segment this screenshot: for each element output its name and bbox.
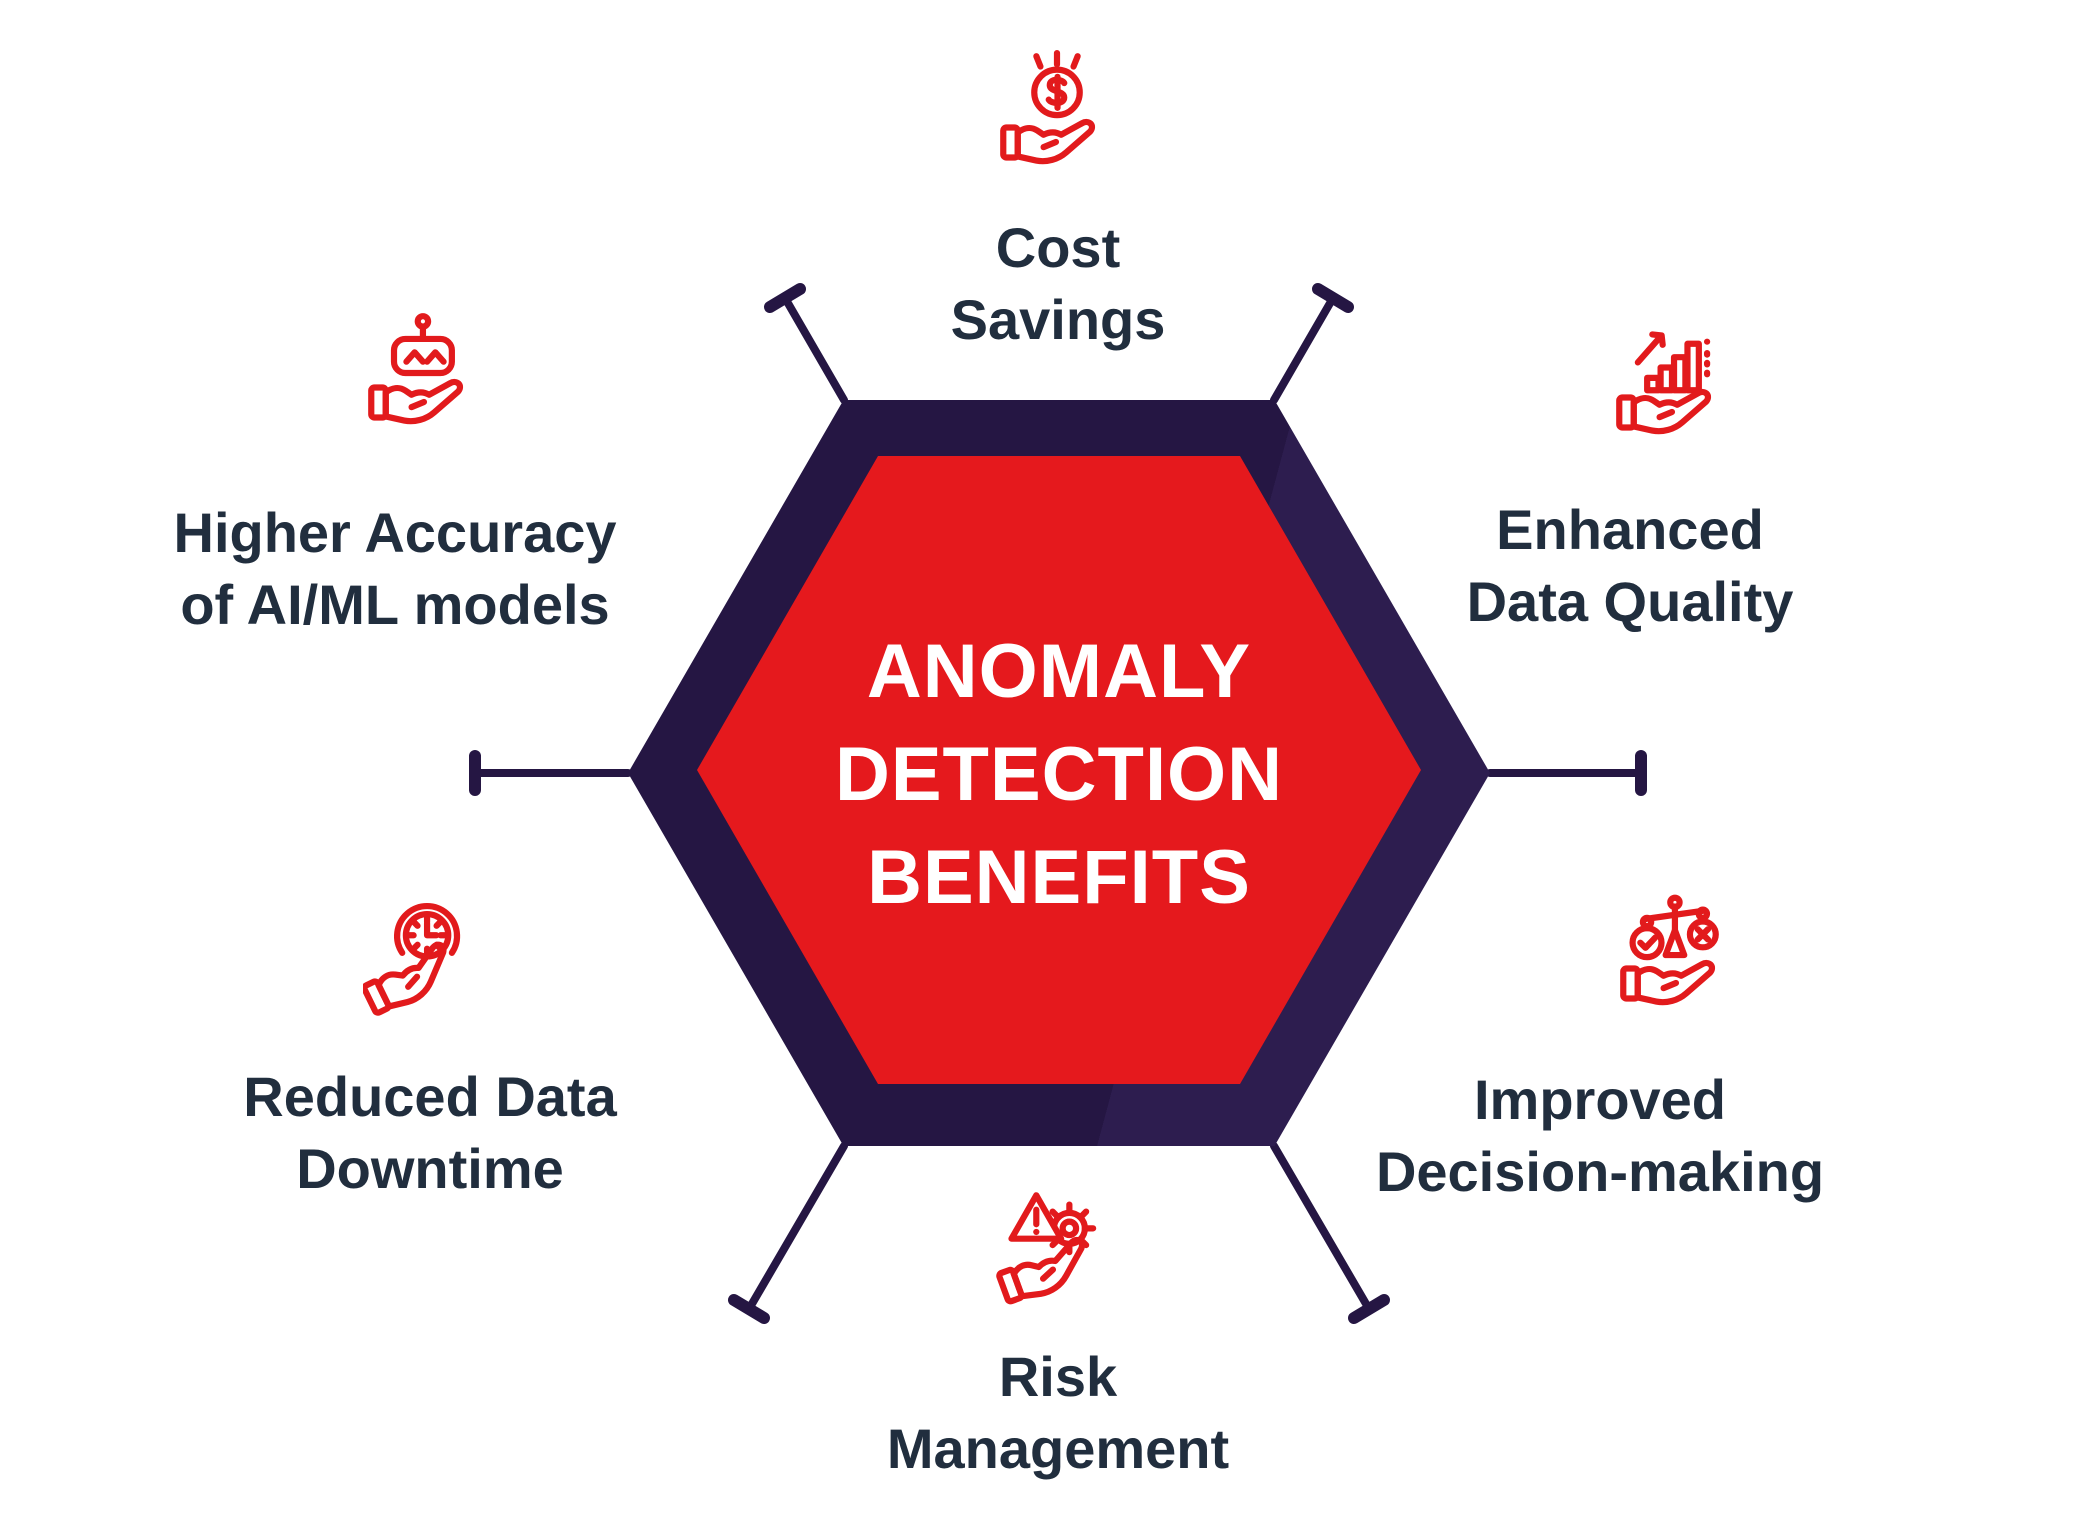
- hand: [1616, 388, 1712, 435]
- benefit-label-line: Data Quality: [1466, 570, 1794, 633]
- benefit-label-risk-management: Risk Management: [887, 1341, 1229, 1485]
- spoke-top-right: [1270, 283, 1354, 404]
- spoke-bottom-right: [1270, 1142, 1390, 1324]
- spoke-bottom-left: [728, 1142, 848, 1324]
- benefit-label-line: Enhanced: [1496, 498, 1764, 561]
- title-line: ANOMALY: [866, 629, 1252, 714]
- benefit-label-line: Downtime: [296, 1137, 564, 1200]
- benefit-label-line: Risk: [998, 1345, 1118, 1408]
- robot-hand-icon: [363, 310, 487, 434]
- hand: [996, 1236, 1086, 1305]
- benefit-label-line: Higher Accuracy: [173, 501, 617, 564]
- benefit-label-higher-accuracy: Higher Accuracy of AI/ML models: [174, 497, 617, 641]
- benefit-label-line: Decision-making: [1375, 1140, 1825, 1203]
- balance-scale-hand-icon: [1615, 891, 1739, 1015]
- benefit-label-line: Savings: [950, 288, 1166, 351]
- hand: [363, 941, 447, 1016]
- diagram-title: ANOMALY DETECTION BENEFITS: [659, 620, 1459, 929]
- benefit-label-cost-savings: Cost Savings: [951, 212, 1166, 356]
- spoke-left: [469, 750, 632, 796]
- coin-dollar-hand-icon: [995, 50, 1119, 174]
- hand: [1620, 959, 1716, 1006]
- growth-chart-hand-icon: [1611, 320, 1735, 444]
- spoke-right: [1486, 750, 1647, 796]
- benefit-label-line: Reduced Data: [243, 1065, 617, 1128]
- benefit-label-line: Management: [886, 1417, 1230, 1480]
- stopwatch-hand-icon: [363, 896, 487, 1020]
- hand: [368, 378, 464, 425]
- title-line: BENEFITS: [867, 835, 1251, 920]
- benefit-label-reduced-data-downtime: Reduced Data Downtime: [243, 1061, 616, 1205]
- title-line: DETECTION: [834, 732, 1284, 817]
- benefit-label-line: of AI/ML models: [180, 573, 610, 636]
- warning-gear-hand-icon: [996, 1186, 1120, 1310]
- hand: [1000, 118, 1096, 165]
- benefit-label-line: Cost: [995, 216, 1121, 279]
- benefit-label-line: Improved: [1473, 1068, 1727, 1131]
- spoke-top-left: [764, 283, 848, 404]
- benefit-label-improved-decision-making: Improved Decision-making: [1376, 1064, 1824, 1208]
- benefit-label-enhanced-data-quality: Enhanced Data Quality: [1467, 494, 1794, 638]
